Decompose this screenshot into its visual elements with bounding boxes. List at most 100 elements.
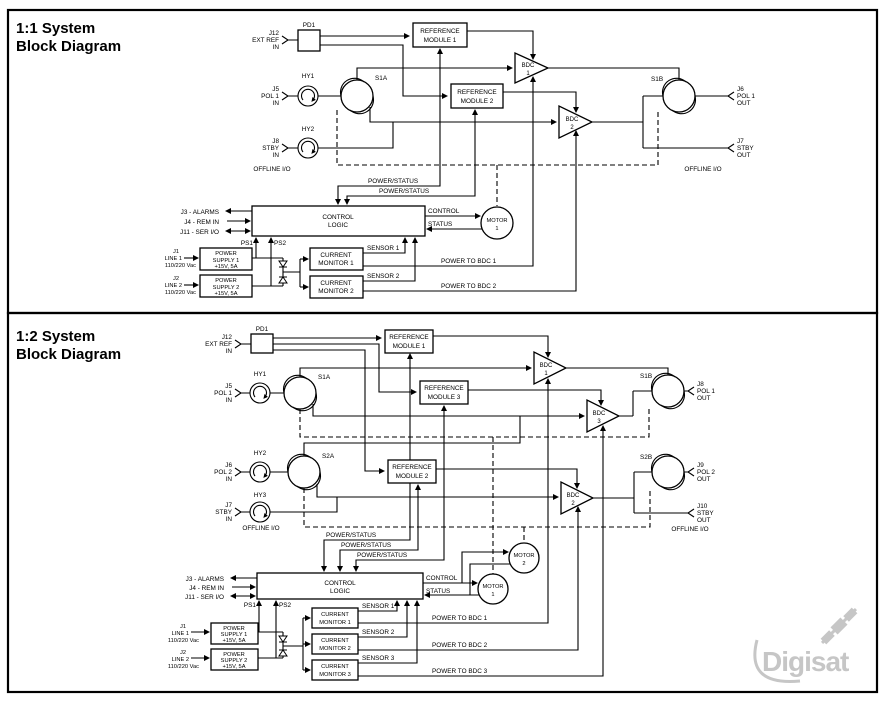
bdc2-label: 2 (571, 501, 575, 507)
j11-label: J11 - SER I/O (185, 594, 224, 601)
j6-label: J6 (737, 86, 744, 93)
power-status-2-label: POWER/STATUS (341, 542, 391, 549)
bdc1-triangle (514, 51, 550, 85)
hy2-rotation-arrow-icon (252, 464, 268, 478)
sensor-2-label: SENSOR 2 (362, 629, 395, 636)
s1a-switch-icon (339, 77, 375, 115)
ref-module-2-label: REFERENCE (392, 464, 431, 471)
j2-label: J2 (173, 276, 179, 282)
j9-label: J9 (697, 462, 704, 469)
hy1-circulator-icon (249, 382, 271, 404)
j12-label: J12 (222, 334, 233, 341)
control-logic-label: LOGIC (328, 222, 348, 229)
j9-label: OUT (697, 476, 711, 483)
satellite-icon (820, 607, 858, 645)
ps1-label: PS1 (244, 602, 257, 609)
j3-label: J3 - ALARMS (186, 576, 224, 583)
wire-pd1-to-ref2 (320, 44, 448, 99)
hy1-rotation-arrow-icon (300, 88, 316, 102)
current-monitor-3-label: MONITOR 3 (319, 672, 351, 678)
bdc2-label: BDC (567, 493, 580, 499)
current-monitor-2-box (309, 275, 364, 299)
power-supply-1-label: POWER (215, 251, 237, 257)
power-supply-1-label: +15V, 5A (214, 264, 237, 270)
status-label: STATUS (428, 221, 452, 228)
power-supply-1-label: +15V, 5A (222, 638, 245, 644)
j12-label: EXT REF (252, 37, 279, 44)
j6-label: IN (226, 476, 233, 483)
power-status-1-label: POWER/STATUS (368, 178, 418, 185)
panel-1-title-line2: Block Diagram (16, 38, 121, 55)
wire-ref1-to-bdc1 (433, 335, 551, 358)
ref-module-1-label: MODULE 1 (424, 37, 457, 44)
offline-io-right-label: OFFLINE I/O (684, 166, 721, 173)
bdc1-label: BDC (540, 363, 553, 369)
hy2-label: HY2 (302, 126, 315, 133)
panel-1-1-system: 1:1 System Block Diagram (6, 8, 879, 315)
bdc1-label: BDC (522, 63, 535, 69)
motor-1-circle (480, 206, 514, 240)
hy2-rotation-arrow-icon (300, 140, 316, 154)
sensor-1-label: SENSOR 1 (367, 245, 400, 252)
j7-label: J7 (737, 138, 744, 145)
power-supply-2-box (199, 274, 253, 298)
offline-io-left-label: OFFLINE I/O (242, 525, 279, 532)
j11-label: J11 - SER I/O (180, 229, 219, 236)
j7-label: STBY (215, 509, 232, 516)
wire-s1a-to-bdc2 (369, 107, 557, 125)
ref-module-1-label: REFERENCE (389, 334, 428, 341)
power-to-bdc1-label: POWER TO BDC 1 (432, 615, 488, 622)
ref-module-3-label: REFERENCE (424, 385, 463, 392)
bdc2-triangle (558, 104, 594, 140)
power-to-bdc2-label: POWER TO BDC 2 (441, 283, 497, 290)
power-supply-2-label: SUPPLY 2 (221, 658, 248, 664)
j6-label: J6 (225, 462, 232, 469)
motor-2-label: MOTOR (513, 553, 534, 559)
wire-s2a-to-bdc2 (316, 484, 559, 500)
j6-connector-icon (727, 91, 735, 101)
wire-power-to-bdc2 (358, 506, 581, 651)
j5-label: POL 1 (214, 390, 232, 397)
j4-label: J4 - REM IN (184, 219, 219, 226)
j2-label: LINE 2 (172, 657, 189, 663)
motor-2-label: 2 (522, 561, 525, 567)
ref-module-2-label: MODULE 2 (396, 473, 429, 480)
s2b-switch-icon (650, 453, 686, 491)
wire-sensor3 (358, 600, 420, 664)
current-monitor-1-label: CURRENT (320, 252, 351, 259)
diode-or-icons-p2 (278, 635, 288, 657)
j1-label: LINE 1 (165, 256, 182, 262)
power-status-3-label: POWER/STATUS (357, 552, 407, 559)
wire-sensor2 (358, 600, 410, 638)
j10-label: J10 (697, 503, 708, 510)
panel-1-2-system: 1:2 System Block Diagram (6, 311, 879, 694)
bdc1-triangle (533, 350, 568, 386)
ps2-label: PS2 (274, 240, 287, 247)
hy3-circulator-icon (249, 501, 271, 523)
power-supply-2-label: +15V, 5A (222, 664, 245, 670)
j6-label: POL 1 (737, 93, 755, 100)
power-supply-2-label: +15V, 5A (214, 291, 237, 297)
j8-connector-icon (281, 143, 289, 153)
ref-module-1-label: REFERENCE (420, 28, 459, 35)
power-supply-1-box (210, 622, 259, 645)
ref-module-2-label: MODULE 2 (461, 98, 494, 105)
motor-1-label: 1 (495, 226, 498, 232)
j5-connector-icon (234, 388, 242, 398)
panel-2-border (6, 311, 879, 694)
ref-module-3-label: MODULE 3 (428, 394, 461, 401)
j7-connector-icon (727, 143, 735, 153)
j6-connector-icon (234, 467, 242, 477)
s1b-switch-icon (661, 77, 697, 115)
wire-power-to-bdc2 (363, 130, 579, 292)
offline-dashed-p2 (299, 407, 651, 574)
j12-connector-icon (234, 339, 242, 349)
current-monitor-2-label: MONITOR 2 (319, 646, 351, 652)
hy2-circulator-icon (297, 137, 319, 159)
current-monitor-1-label: MONITOR 1 (318, 260, 354, 267)
power-status-1-label: POWER/STATUS (326, 532, 376, 539)
s1b-label: S1B (640, 373, 652, 380)
control-logic-box (251, 205, 426, 237)
